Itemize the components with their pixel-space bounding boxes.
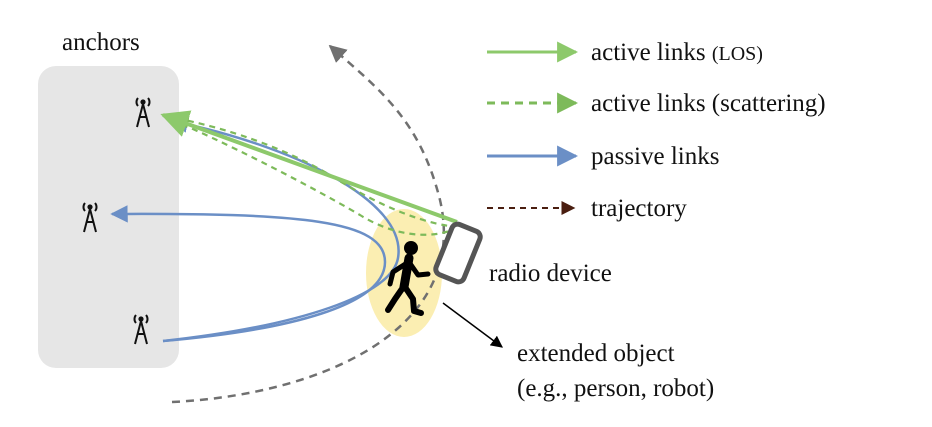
active-scattering-link xyxy=(173,113,459,229)
active-los-link xyxy=(160,110,458,224)
passive-link-curve xyxy=(162,115,400,343)
legend: active links (LOS) active links (scatter… xyxy=(487,39,826,222)
passive-link-curve xyxy=(110,205,387,343)
legend-passive-label: passive links xyxy=(591,143,719,170)
extended-object-examples: (e.g., person, robot) xyxy=(517,375,714,402)
legend-active-los-label: active links (LOS) xyxy=(591,39,763,66)
antenna-tower-icon xyxy=(135,97,151,128)
extended-object-pointer xyxy=(442,302,503,348)
antenna-tower-icon xyxy=(133,314,149,345)
legend-trajectory-label: trajectory xyxy=(591,195,687,222)
antenna-tower-icon xyxy=(82,202,98,233)
active-scattering-link xyxy=(168,117,459,236)
trajectory-curve xyxy=(171,44,446,404)
radio-device-label: radio device xyxy=(489,260,612,287)
anchors-box xyxy=(38,66,179,368)
anchors-label: anchors xyxy=(62,29,140,56)
legend-active-scattering-label: active links (scattering) xyxy=(591,90,826,117)
extended-object-label: extended object xyxy=(517,340,675,367)
walking-person-icon xyxy=(385,241,431,316)
smartphone-icon xyxy=(433,221,483,285)
